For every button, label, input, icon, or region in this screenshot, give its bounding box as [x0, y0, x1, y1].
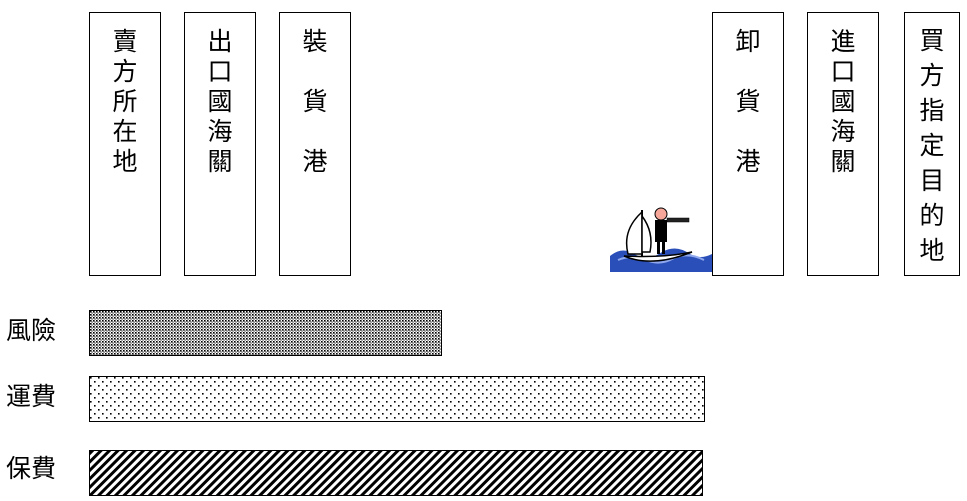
location-loading-port: 裝 貨 港 [279, 12, 351, 276]
location-label: 裝 貨 港 [302, 27, 328, 176]
location-discharge-port: 卸 貨 港 [712, 12, 784, 276]
location-label: 卸 貨 港 [735, 27, 761, 176]
location-label: 出 口 國 海 關 [207, 27, 233, 176]
freight-bar [89, 376, 705, 422]
sailboat-lookout-icon [608, 200, 712, 272]
location-label: 賣 方 所 在 地 [112, 27, 138, 176]
bar-label-risk: 風險 [6, 316, 57, 345]
location-label: 進 口 國 海 關 [830, 27, 856, 176]
location-buyer-destination: 買 方 指 定 目 的 地 [904, 12, 960, 276]
insurance-bar [89, 450, 703, 496]
bar-label-insurance: 保費 [6, 454, 57, 483]
location-seller-premises: 賣 方 所 在 地 [89, 12, 161, 276]
bar-label-freight: 運費 [6, 382, 57, 411]
risk-bar [89, 310, 442, 356]
location-import-customs: 進 口 國 海 關 [807, 12, 879, 276]
location-export-customs: 出 口 國 海 關 [184, 12, 256, 276]
location-label: 買 方 指 定 目 的 地 [919, 26, 945, 265]
